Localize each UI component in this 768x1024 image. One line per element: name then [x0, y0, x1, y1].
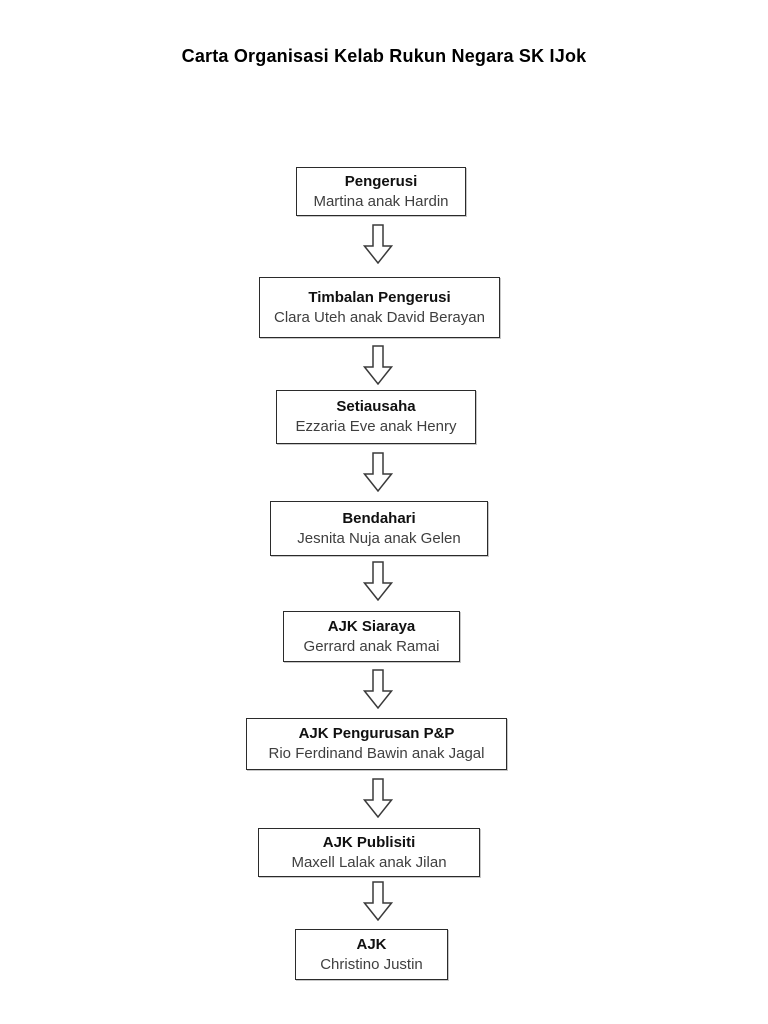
role-label: AJK Publisiti: [322, 833, 416, 851]
org-node-ajk-pengurusan-pp: AJK Pengurusan P&P Rio Ferdinand Bawin a…: [246, 718, 507, 770]
org-node-ajk-publisiti: AJK Publisiti Maxell Lalak anak Jilan: [258, 828, 480, 877]
role-label: AJK Siaraya: [327, 617, 416, 635]
down-arrow-icon: [363, 345, 393, 385]
role-label: Bendahari: [342, 509, 416, 527]
page-title: Carta Organisasi Kelab Rukun Negara SK I…: [181, 46, 587, 66]
person-name: Martina anak Hardin: [313, 192, 449, 210]
org-node-setiausaha: Setiausaha Ezzaria Eve anak Henry: [276, 390, 476, 444]
down-arrow-icon: [363, 881, 393, 921]
role-label: AJK Pengurusan P&P: [298, 725, 455, 742]
down-arrow-icon: [363, 452, 393, 492]
org-node-pengerusi: Pengerusi Martina anak Hardin: [296, 167, 466, 216]
down-arrow-icon: [363, 561, 393, 601]
down-arrow-icon: [363, 224, 393, 264]
person-name: Jesnita Nuja anak Gelen: [297, 529, 461, 547]
person-name: Ezzaria Eve anak Henry: [295, 418, 457, 435]
org-node-timbalan-pengerusi: Timbalan Pengerusi Clara Uteh anak David…: [259, 277, 500, 338]
role-label: Pengerusi: [344, 172, 418, 190]
role-label: Timbalan Pengerusi: [308, 288, 451, 306]
role-label: Setiausaha: [336, 398, 416, 415]
org-node-ajk-siaraya: AJK Siaraya Gerrard anak Ramai: [283, 611, 460, 662]
down-arrow-icon: [363, 778, 393, 818]
role-label: AJK: [356, 935, 387, 953]
down-arrow-icon: [363, 669, 393, 709]
person-name: Clara Uteh anak David Berayan: [274, 308, 485, 326]
org-node-ajk: AJK Christino Justin: [295, 929, 448, 980]
person-name: Christino Justin: [320, 955, 423, 973]
org-node-bendahari: Bendahari Jesnita Nuja anak Gelen: [270, 501, 488, 556]
person-name: Rio Ferdinand Bawin anak Jagal: [268, 745, 485, 762]
person-name: Gerrard anak Ramai: [303, 637, 440, 655]
person-name: Maxell Lalak anak Jilan: [291, 853, 447, 871]
